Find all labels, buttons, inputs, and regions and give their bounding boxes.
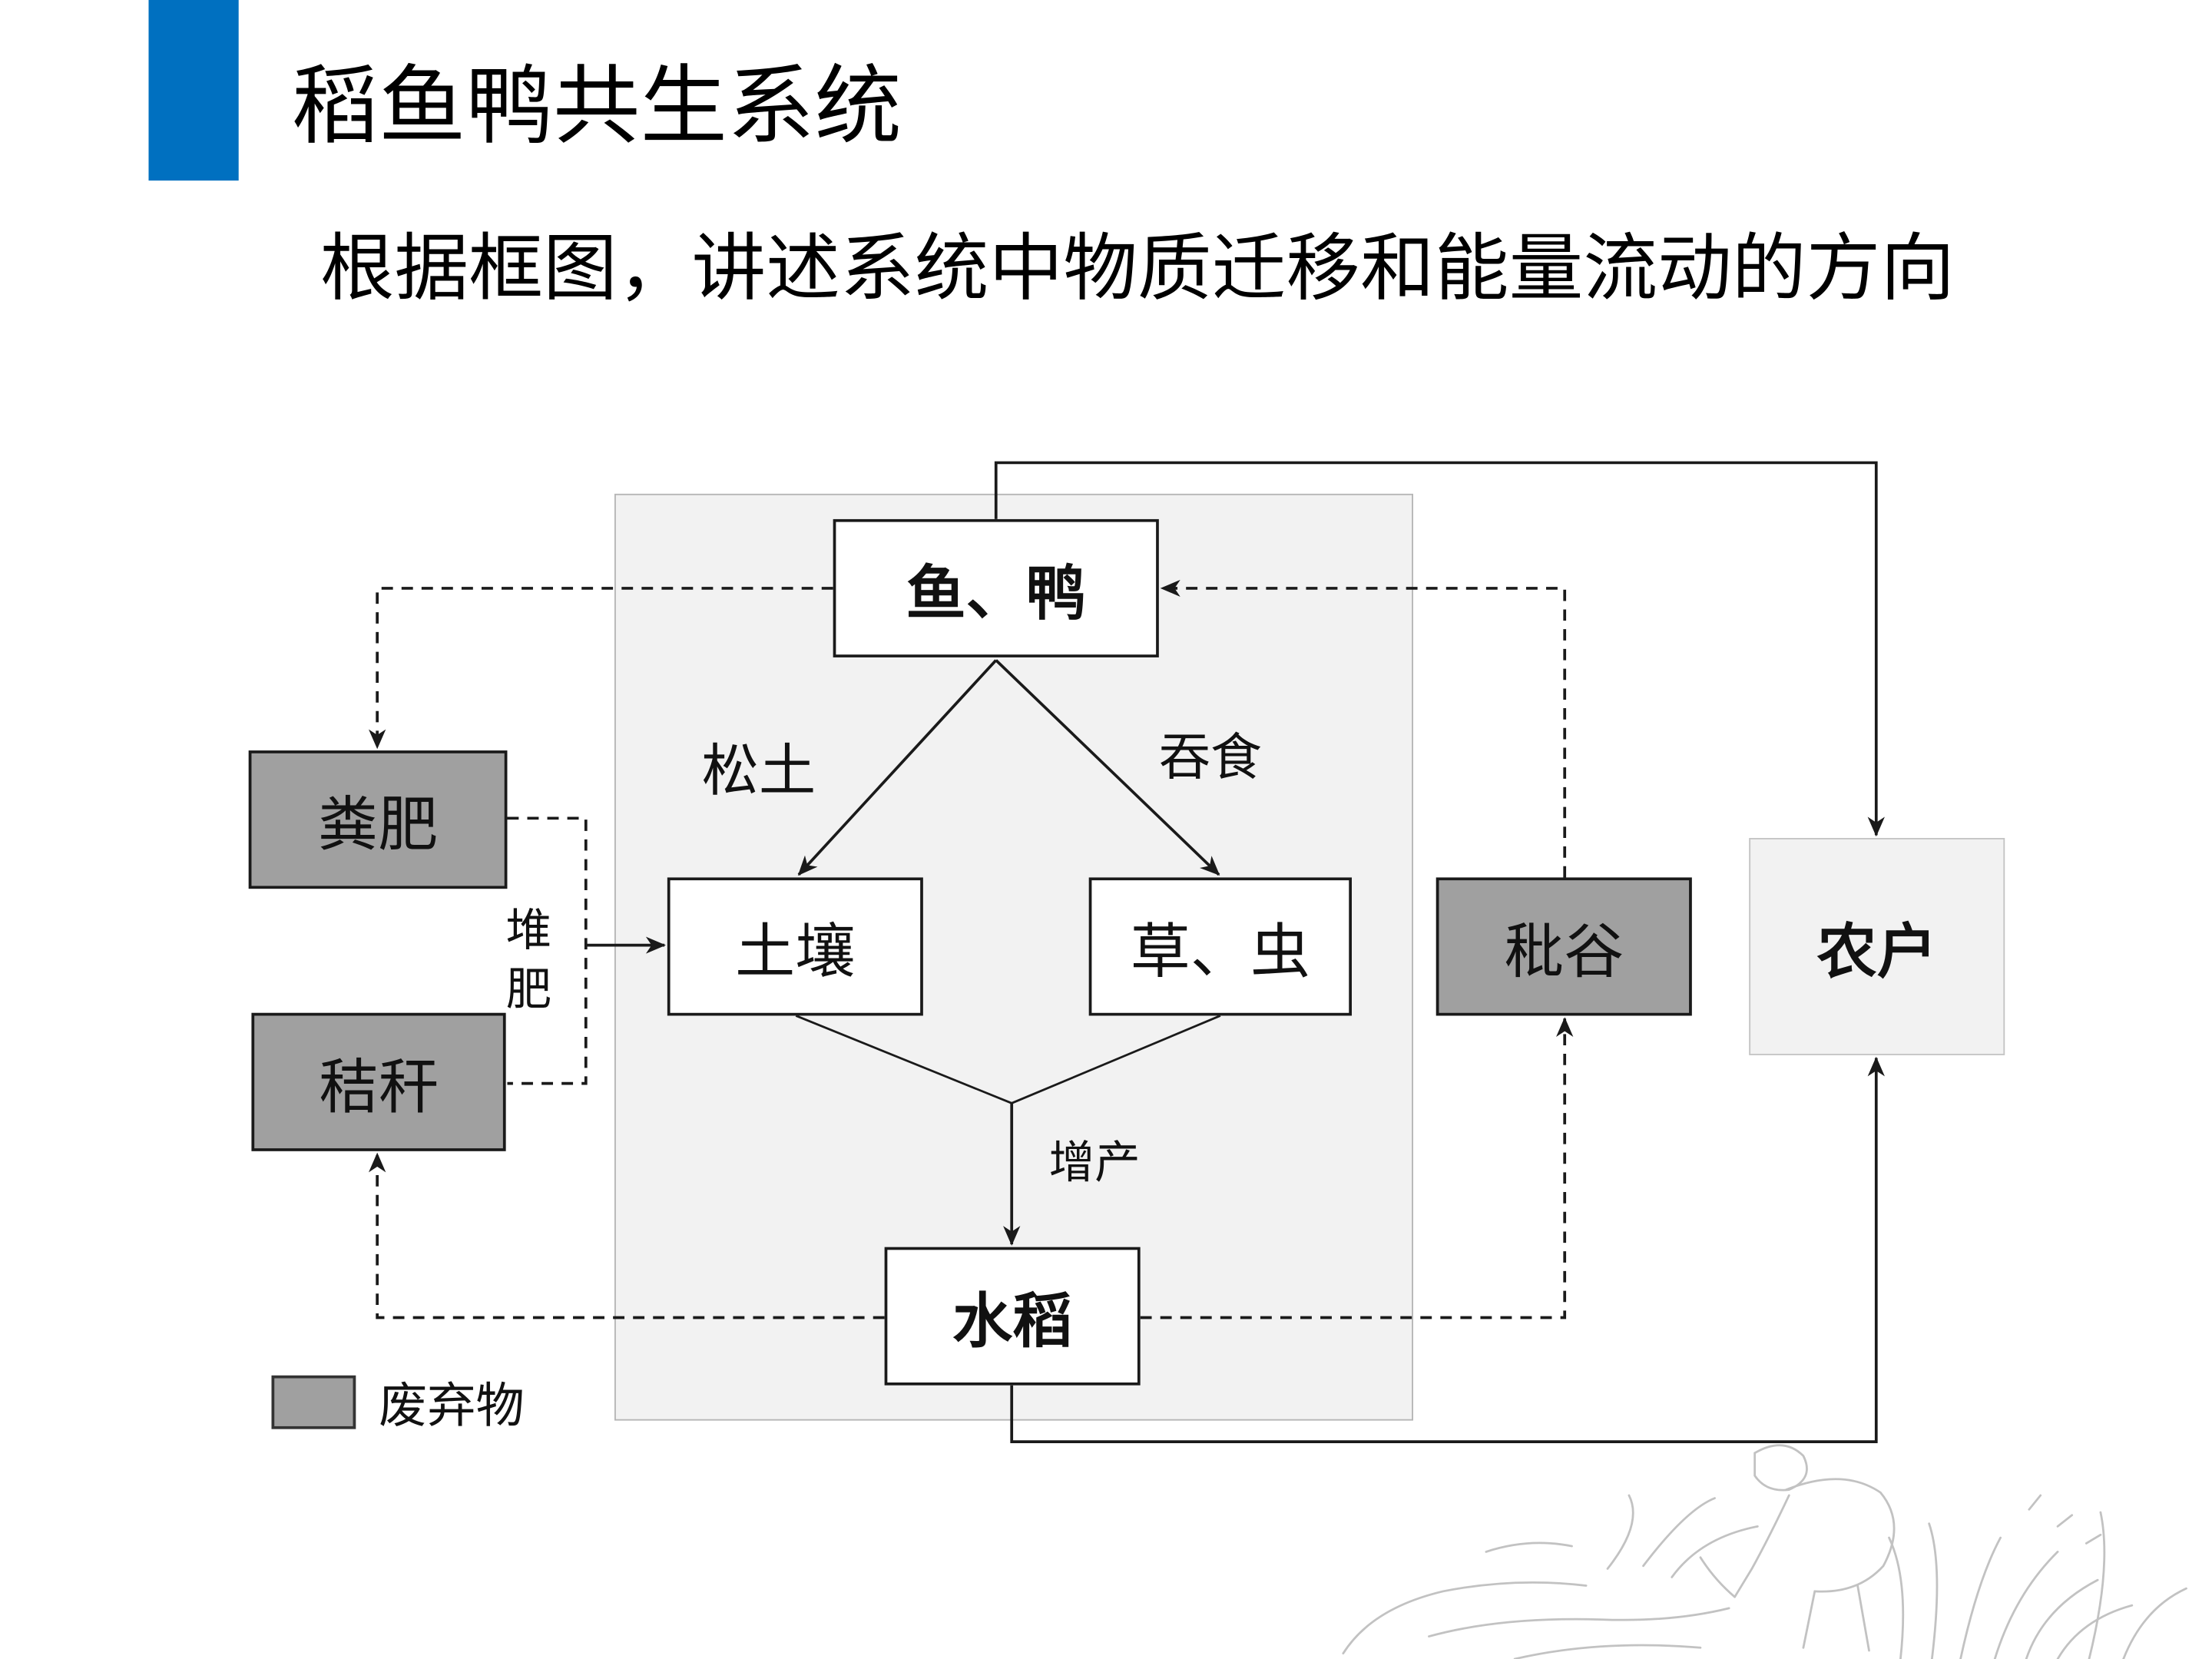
farmer-sketch-decoration (1342, 1444, 2187, 1659)
node-rice: 水稻 (884, 1247, 1141, 1386)
node-manure-label: 粪肥 (317, 789, 439, 859)
node-weeds-insects: 草、虫 (1088, 877, 1353, 1016)
edge-label-eat: 吞食 (1158, 729, 1262, 787)
link-soil-weeds-merge (795, 1015, 1221, 1104)
node-soil-label: 土壤 (735, 916, 856, 985)
node-straw-label: 秸秆 (318, 1051, 439, 1121)
link-fish-duck-to-manure (369, 587, 833, 750)
node-rice-label: 水稻 (952, 1286, 1073, 1356)
legend-waste-swatch (271, 1375, 356, 1429)
node-weeds-insects-label: 草、虫 (1130, 916, 1311, 985)
node-chaff: 秕谷 (1435, 877, 1692, 1016)
link-rice-to-farmer (1010, 1056, 1885, 1443)
legend-waste-label: 废弃物 (379, 1378, 525, 1435)
link-fish-duck-to-farmer (994, 461, 1885, 837)
link-chaff-to-fish-duck (1160, 579, 1567, 878)
edge-label-compost: 堆肥 (498, 906, 554, 1025)
node-fish-duck-label: 鱼、鸭 (906, 558, 1086, 628)
node-farmer: 农户 (1749, 838, 2005, 1055)
node-farmer-label: 农户 (1816, 916, 1937, 985)
node-straw: 秸秆 (251, 1012, 506, 1151)
link-fish-duck-to-soil (797, 659, 998, 876)
link-rice-to-straw (369, 1152, 885, 1320)
edge-label-yield-increase: 增产 (1048, 1135, 1141, 1190)
node-fish-duck: 鱼、鸭 (833, 518, 1159, 657)
edge-label-loosen-soil: 松土 (701, 739, 816, 804)
node-soil: 土壤 (667, 877, 923, 1016)
node-manure: 粪肥 (248, 750, 508, 889)
accent-bar (148, 0, 239, 181)
slide-subtitle: 根据框图，讲述系统中物质迁移和能量流动的方向 (320, 227, 1955, 312)
link-manure-straw-compost (507, 816, 588, 1085)
link-fish-duck-to-weeds-insects (995, 659, 1220, 876)
node-chaff-label: 秕谷 (1504, 916, 1624, 985)
slide-title: 稻鱼鸭共生系统 (291, 56, 902, 157)
link-rice-to-chaff (1140, 1017, 1574, 1320)
